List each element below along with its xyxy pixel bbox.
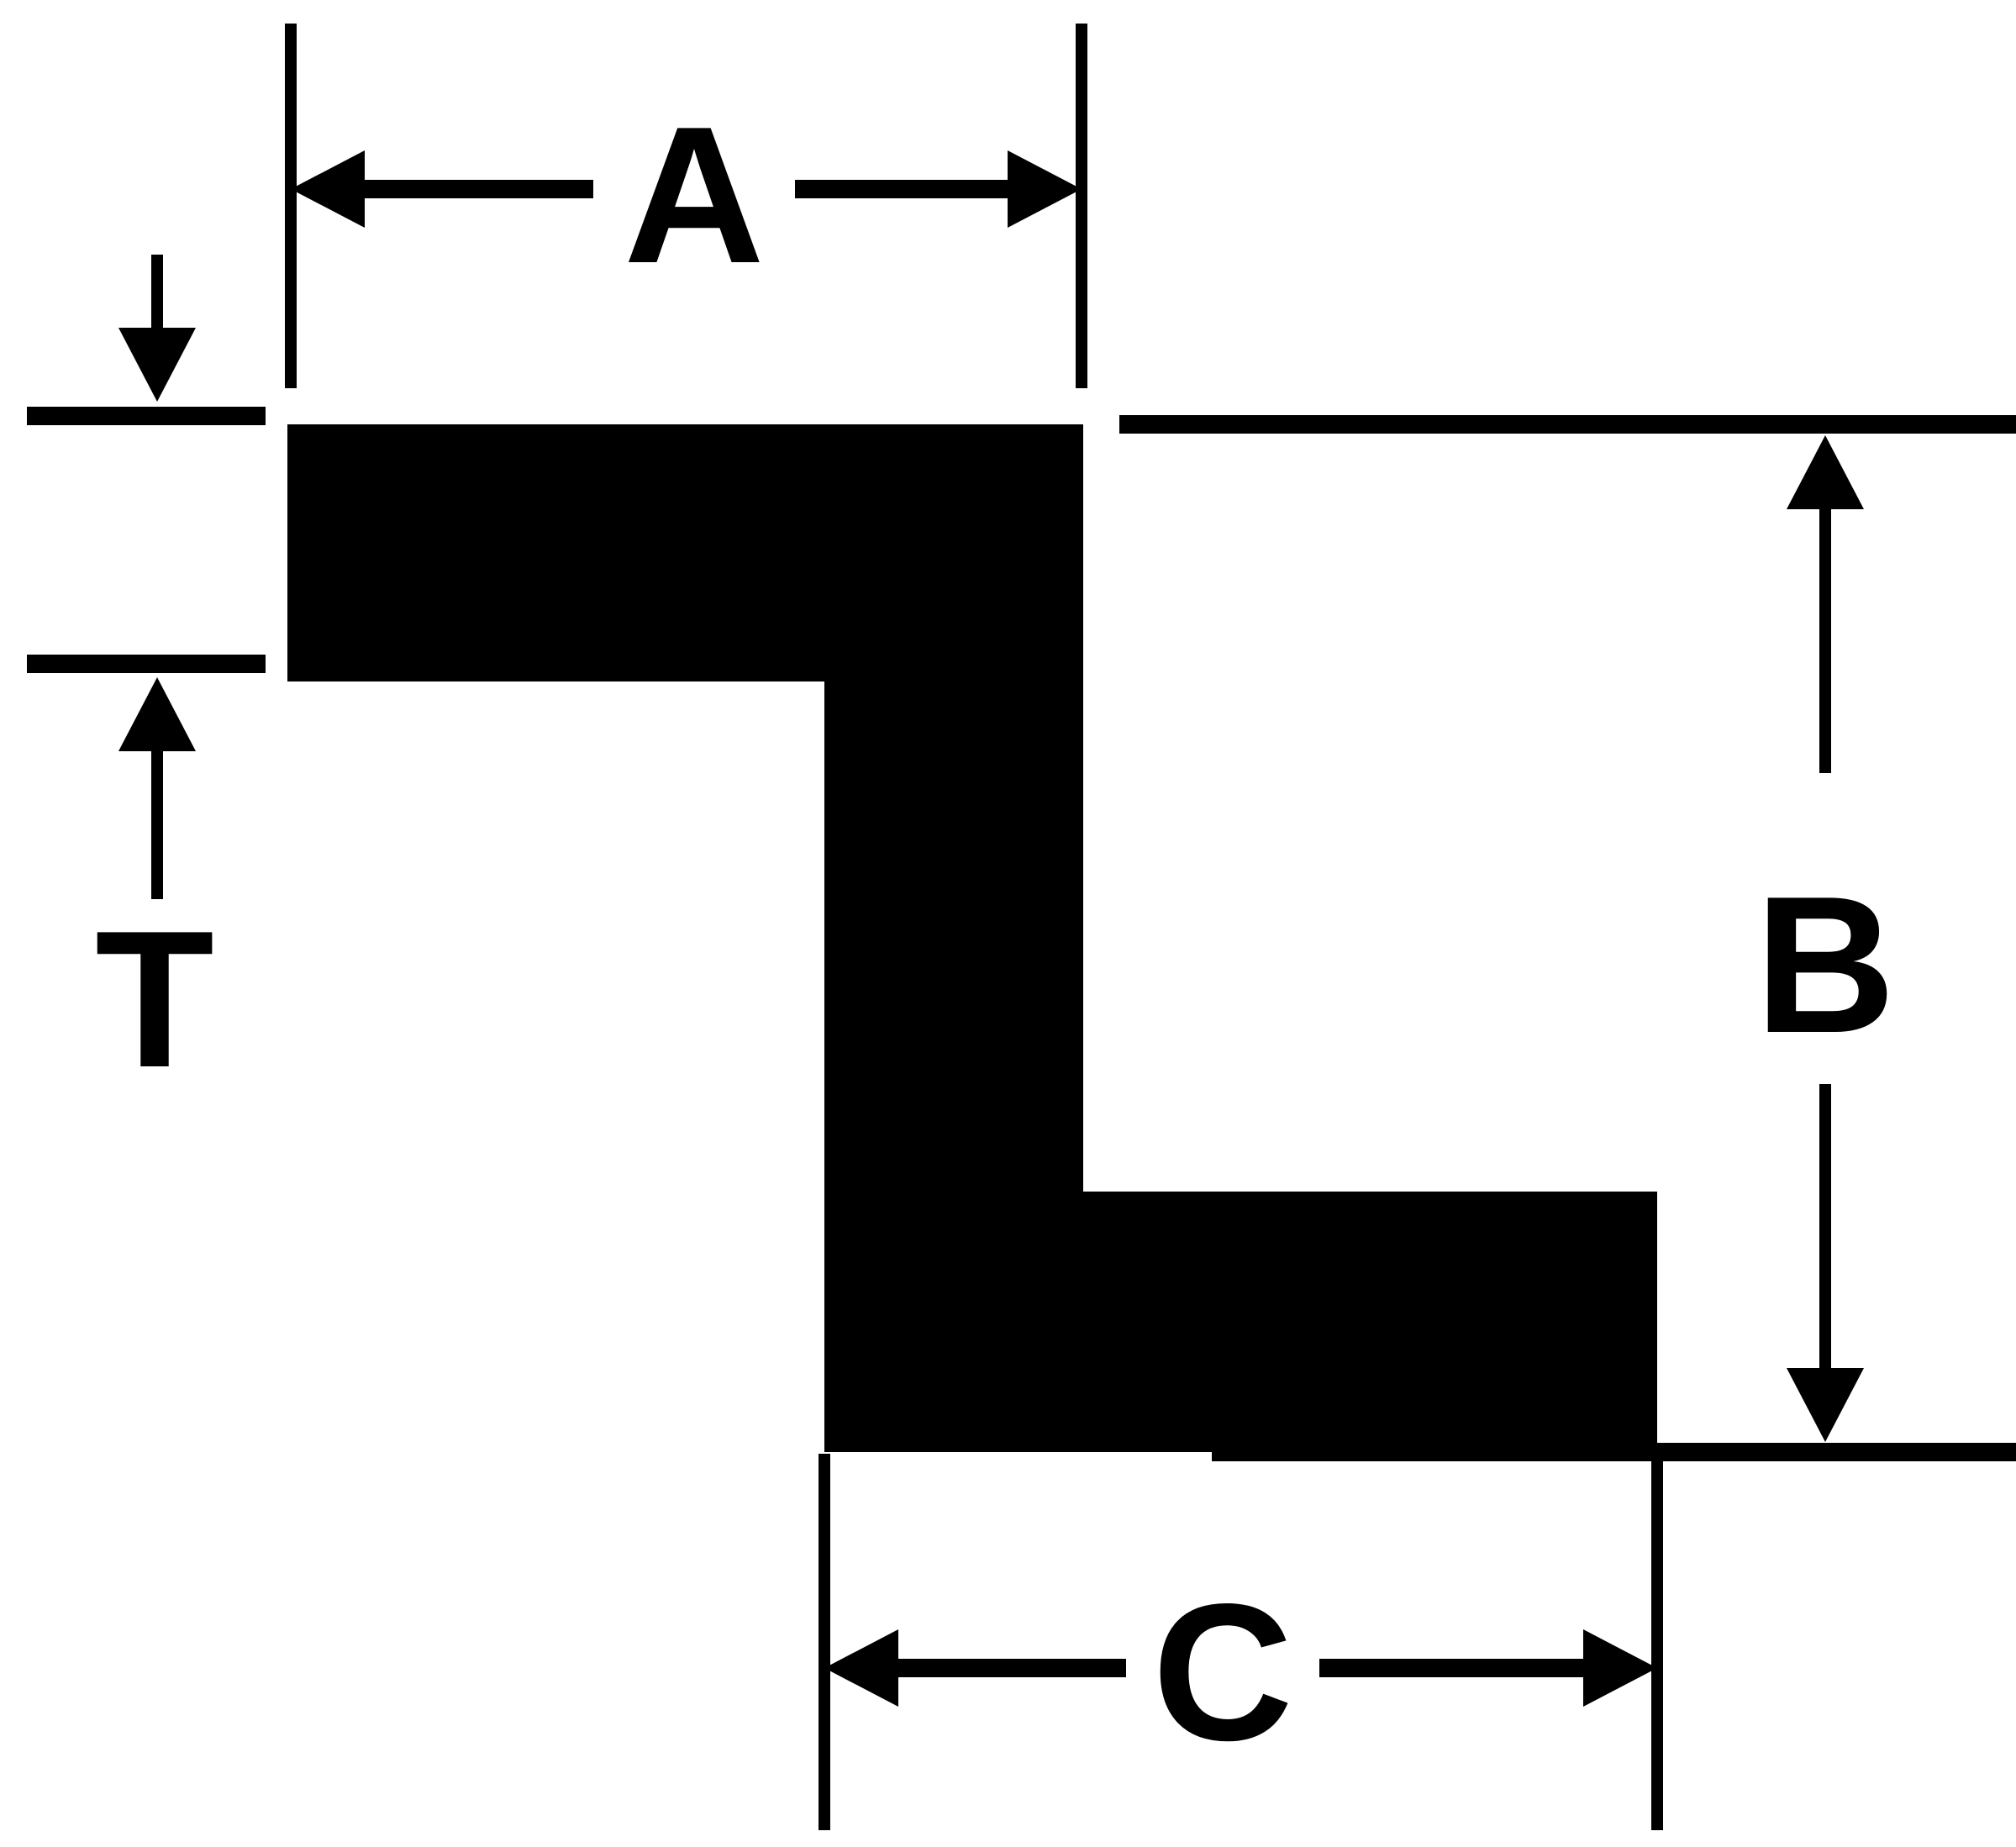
dimension-b-lower-arrowhead xyxy=(1787,1368,1864,1442)
dimension-c-arrowhead-right xyxy=(1583,1629,1657,1707)
dimension-c-arrowhead-left xyxy=(824,1629,898,1707)
dimension-t-label: T xyxy=(95,891,214,1108)
dimension-a-arrowhead-right xyxy=(1008,150,1082,228)
dimension-b-upper-arrowhead xyxy=(1787,435,1864,509)
profile-cross-section-shape xyxy=(287,424,1657,1452)
dimension-t-group: T xyxy=(27,255,266,1108)
dimension-a-group: A xyxy=(285,24,1087,388)
dimension-b-label: B xyxy=(1755,856,1896,1074)
dimension-a-label: A xyxy=(624,87,765,304)
dimension-b-group: B xyxy=(1119,415,2016,1461)
dimension-t-upper-arrowhead xyxy=(118,328,196,402)
dimension-c-label: C xyxy=(1152,1564,1293,1781)
dimension-c-group: C xyxy=(819,1454,1663,1830)
dimension-a-arrowhead-left xyxy=(291,150,365,228)
dimension-t-lower-arrowhead xyxy=(118,677,196,751)
